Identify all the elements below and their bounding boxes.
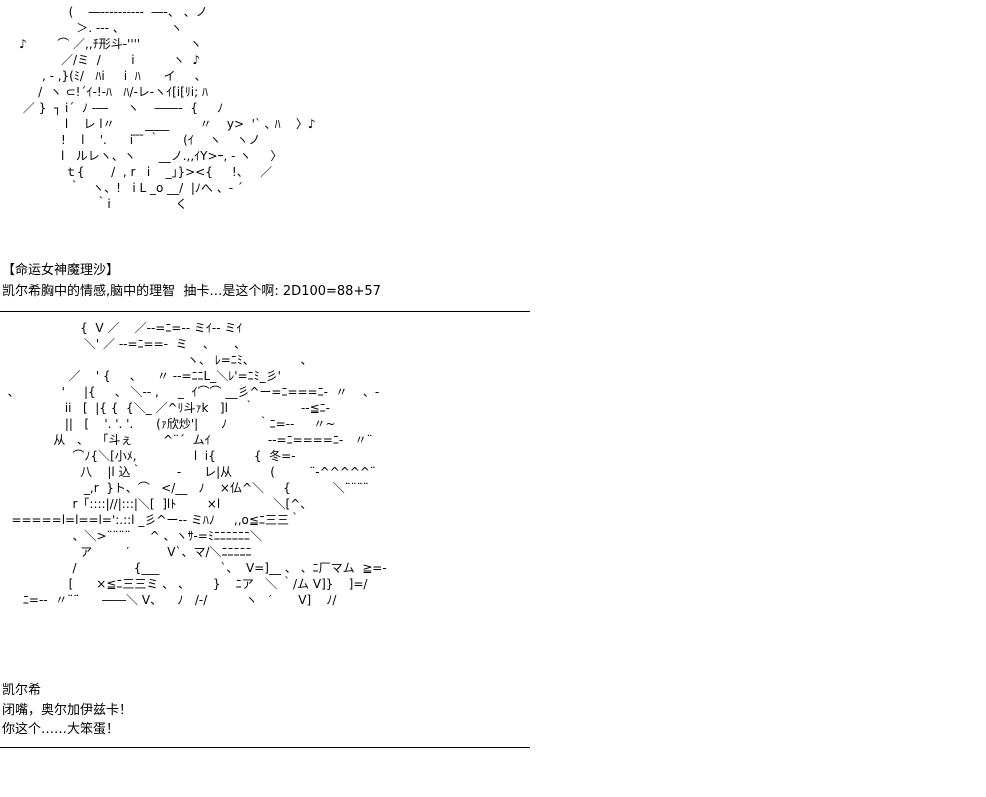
ascii-art-top-line: ／/ミ / i ヽ ♪ <box>0 53 201 67</box>
speaker-name-marisa: 【命运女神魔理沙】 <box>2 263 120 278</box>
ascii-art-top-line: l ルレヽ、ヽ __ノ.,,ｲY>ｰ, - ヽ 〉 <box>0 149 283 163</box>
ascii-art-bottom-line: ヽ、 ﾚ=ﾆﾐ、 、 <box>0 353 313 367</box>
ascii-art-top-line: l レ l〃 ____ 〃 y> '` ､ ﾊ 〉♪ <box>0 117 316 131</box>
ascii-art-bottom-line: ア ′ V`、マ/＼ﾆﾆﾆﾆﾆ <box>0 545 252 559</box>
ascii-art-bottom-line: ⌒ﾉ{＼[小ﾒ, l i{ { 冬=- <box>0 449 296 463</box>
ascii-art-top-line: ( ―---------- ―-、 、ノ <box>0 5 208 19</box>
dialogue-line-1: 闭嘴，奥尔加伊兹卡！ <box>2 703 133 718</box>
ascii-art-bottom-line: 、＼>¨¨¨¨ ^ 、ヽｻ-=ﾐﾆﾆﾆﾆﾆﾆ＼ <box>0 529 262 543</box>
ascii-art-bottom-line: ii [ |{ { {＼_ ／^ﾘ斗ｧk ]l ｀ --≦ﾆ- <box>0 401 331 415</box>
ascii-art-bottom-line: ／ ' { 、 〃 ‐-=ﾆﾆL_＼ﾚ'=ﾆﾐ_彡' <box>0 369 281 383</box>
ascii-art-bottom-line: ﾆ=-- 〃¨¨ ――＼ V、 ﾉ /‐/ ヽ ′ V] ﾉ/ <box>0 593 337 607</box>
ascii-art-top: ( ―---------- ―-、 、ノ ＞. -‐- 、 ヽ ♪ ⌒ ／,,ﾁ… <box>0 4 316 212</box>
ascii-art-top-line: / ヽ ⊂!´ｲ-!-ﾊ ﾊ/-レ-ヽｲ[i[ﾘi; ﾊ <box>0 85 209 99</box>
ascii-art-top-line: , - ,}(ﾐ/ ﾊi i ﾊ イ 、 <box>0 69 207 83</box>
ascii-art-bottom-line: =====l=l==l=':.::l _彡^ー-- ミﾊﾉ ,,o≦ﾆ三三｀ <box>0 513 301 527</box>
ascii-art-top-line: ／ } ┐ i´ ﾉ -― ヽ ――‐ { ﾉ <box>0 101 224 115</box>
ascii-art-bottom-line: / {___ `、 V=]__ 、 、ﾆ厂マム ≧=- <box>0 561 387 575</box>
divider-line-2 <box>0 747 530 748</box>
ascii-art-bottom-line: r「::::|//|:::|＼[ ]lﾄ ×l ＼[^、 <box>0 497 313 511</box>
ascii-art-bottom-line: 从 、 「斗ぇ ^¨´ ムｲ --=ﾆ====ﾆ- 〃¨ <box>0 433 373 447</box>
ascii-art-top-line: ｔ{ / , r i _」}><{ !、 ／ <box>0 165 273 179</box>
ascii-art-top-line: ! l '. i ̄ ̄ ̄ ｀ (ｲ ヽ ヽノ <box>0 133 261 147</box>
ascii-art-bottom: { V ／ ／--=ﾆ=-- ミｲ-- ミｲ ＼' ／ --=ﾆ==- ミ 、 … <box>0 320 387 608</box>
speaker-name-kaltsit: 凯尔希 <box>2 683 42 698</box>
ascii-art-bottom-line: { V ／ ／--=ﾆ=-- ミｲ-- ミｲ <box>0 321 243 335</box>
ascii-art-bottom-line: || [ '. '. '. (ｧ欣炒'| ﾉ ｀ﾆ=-- 〃~ <box>0 417 336 431</box>
ascii-art-top-line: ♪ ⌒ ／,,ﾁ形斗‐'''' ヽ <box>0 37 202 51</box>
ascii-art-top-line: ｀i く <box>0 197 188 211</box>
ascii-art-top-line: ＞. -‐- 、 ヽ <box>0 21 183 35</box>
divider-line-1 <box>0 311 530 312</box>
ascii-art-bottom-line: [ ×≦ﾆ三三ミ 、 、 } ﾆア ＼ ｀/ム V]} ]=/ <box>0 577 368 591</box>
ascii-art-bottom-line: 八 |l 込｀ - レ|从 ( ¨‐^^^^^¨ <box>0 465 376 479</box>
dialogue-line-dice-roll: 凯尔希胸中的情感,脑中的理智 抽卡…是这个啊: 2D100=88+57 <box>2 284 381 299</box>
ascii-art-bottom-line: 、 ' |{ 、 ＼-- , _ ｲ⌒⌒ __彡^ー=ﾆ===ﾆ- 〃 、- <box>0 385 380 399</box>
dialogue-line-2: 你这个……大笨蛋！ <box>2 722 120 737</box>
ascii-art-bottom-line: ＼' ／ --=ﾆ==- ミ 、 、 <box>0 337 246 351</box>
ascii-art-bottom-line: _,r }ト、⌒ </__ ﾉ ×仏^＼ { ＼¨¨¨¨ <box>0 481 369 495</box>
ascii-art-top-line: ｀ ヽ、! i L _o __/ |ﾉへ 、- ´ <box>0 181 243 195</box>
